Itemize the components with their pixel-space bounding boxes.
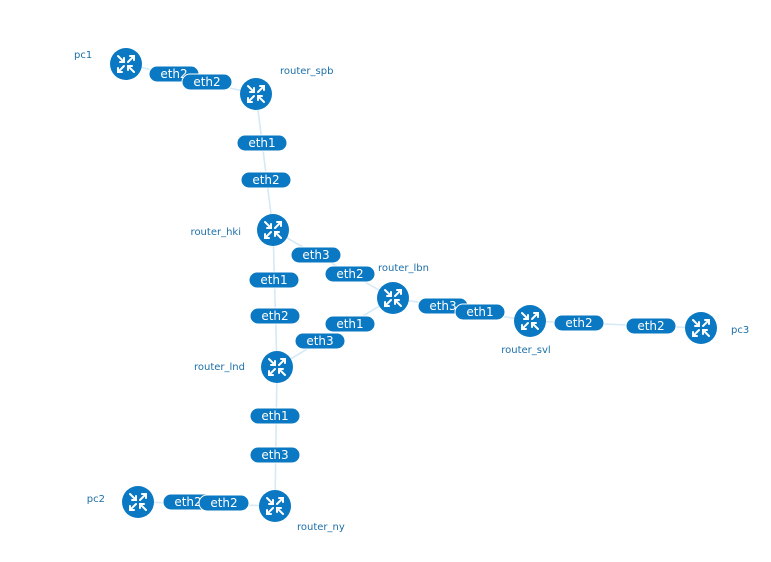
node-label-pc2: pc2: [87, 494, 105, 505]
node-circle: [685, 312, 717, 344]
port-pill: [249, 407, 301, 425]
port-pill: [248, 271, 300, 289]
router-arrows-icon: [117, 55, 135, 73]
node-circle: [377, 282, 409, 314]
node-circle: [261, 351, 293, 383]
port-label: eth1: [261, 409, 288, 423]
port-label: eth2: [565, 316, 592, 330]
port-pill: [249, 446, 301, 464]
port-badge-pc1-spb-to[interactable]: eth2: [181, 73, 233, 91]
port-pill: [294, 332, 346, 350]
port-label: eth2: [160, 67, 187, 81]
port-badge-svl-pc3-from[interactable]: eth2: [553, 314, 605, 332]
node-router-spb[interactable]: [240, 78, 272, 110]
ports-layer: eth2eth2eth1eth2eth3eth2eth1eth2eth1eth3…: [148, 65, 677, 512]
node-label-router-ny: router_ny: [297, 522, 345, 533]
port-badge-lbn-svl-to[interactable]: eth1: [454, 303, 506, 321]
node-label-router-spb: router_spb: [280, 66, 333, 77]
link-hki-lbn: [272, 229, 394, 299]
node-circle: [122, 486, 154, 518]
port-label: eth1: [466, 305, 493, 319]
node-router-lbn[interactable]: [377, 282, 409, 314]
router-arrows-icon: [266, 497, 284, 515]
node-label-router-svl: router_svl: [501, 345, 550, 356]
port-label: eth3: [261, 448, 288, 462]
node-label-router-hki: router_hki: [191, 227, 241, 238]
router-arrows-icon: [521, 312, 539, 330]
port-pill: [324, 315, 376, 333]
router-arrows-icon: [692, 319, 710, 337]
node-label-pc1: pc1: [74, 50, 92, 61]
port-label: eth1: [336, 317, 363, 331]
port-badge-spb-hki-from[interactable]: eth1: [236, 134, 288, 152]
port-pill: [236, 134, 288, 152]
port-pill: [454, 303, 506, 321]
port-badge-lnd-ny-from[interactable]: eth1: [249, 407, 301, 425]
port-label: eth2: [193, 75, 220, 89]
port-badge-lbn-lnd-from[interactable]: eth1: [324, 315, 376, 333]
node-pc3[interactable]: [685, 312, 717, 344]
node-circle: [259, 490, 291, 522]
port-badge-spb-hki-to[interactable]: eth2: [240, 171, 292, 189]
node-circle: [110, 48, 142, 80]
router-arrows-icon: [129, 493, 147, 511]
node-label-router-lbn: router_lbn: [378, 263, 429, 274]
port-label: eth1: [260, 273, 287, 287]
node-label-pc3: pc3: [731, 325, 749, 336]
port-label: eth3: [302, 248, 329, 262]
port-label: eth2: [210, 496, 237, 510]
nodes-layer: pc1 router_spb router_hki router_lbn router_…: [74, 48, 749, 533]
router-arrows-icon: [268, 358, 286, 376]
port-label: eth2: [252, 173, 279, 187]
port-badge-hki-lbn-to[interactable]: eth2: [324, 265, 376, 283]
port-pill: [324, 265, 376, 283]
port-badge-lnd-ny-to[interactable]: eth3: [249, 446, 301, 464]
port-badge-hki-lnd-from[interactable]: eth1: [248, 271, 300, 289]
node-label-router-lnd: router_lnd: [194, 362, 245, 373]
port-badge-hki-lbn-from[interactable]: eth3: [290, 246, 342, 264]
links-layer: [125, 63, 702, 507]
port-badge-lbn-lnd-to[interactable]: eth3: [294, 332, 346, 350]
router-arrows-icon: [264, 221, 282, 239]
node-router-svl[interactable]: [514, 305, 546, 337]
port-label: eth3: [429, 299, 456, 313]
port-badge-pc2-ny-to[interactable]: eth2: [198, 494, 250, 512]
port-label: eth2: [637, 319, 664, 333]
port-pill: [249, 307, 301, 325]
port-badge-svl-pc3-to[interactable]: eth2: [625, 317, 677, 335]
port-label: eth2: [174, 495, 201, 509]
port-pill: [553, 314, 605, 332]
node-pc1[interactable]: [110, 48, 142, 80]
node-circle: [240, 78, 272, 110]
port-pill: [198, 494, 250, 512]
port-pill: [240, 171, 292, 189]
port-label: eth3: [306, 334, 333, 348]
port-label: eth2: [336, 267, 363, 281]
port-pill: [181, 73, 233, 91]
node-router-hki[interactable]: [257, 214, 289, 246]
port-pill: [625, 317, 677, 335]
link-spb-hki: [255, 93, 274, 231]
port-label: eth1: [248, 136, 275, 150]
link-lnd-ny: [274, 366, 278, 507]
port-pill: [290, 246, 342, 264]
port-label: eth2: [261, 309, 288, 323]
node-router-lnd[interactable]: [261, 351, 293, 383]
node-circle: [257, 214, 289, 246]
node-pc2[interactable]: [122, 486, 154, 518]
node-router-ny[interactable]: [259, 490, 291, 522]
node-circle: [514, 305, 546, 337]
router-arrows-icon: [247, 85, 265, 103]
port-badge-hki-lnd-to[interactable]: eth2: [249, 307, 301, 325]
link-hki-lnd: [272, 229, 278, 368]
router-arrows-icon: [384, 289, 402, 307]
